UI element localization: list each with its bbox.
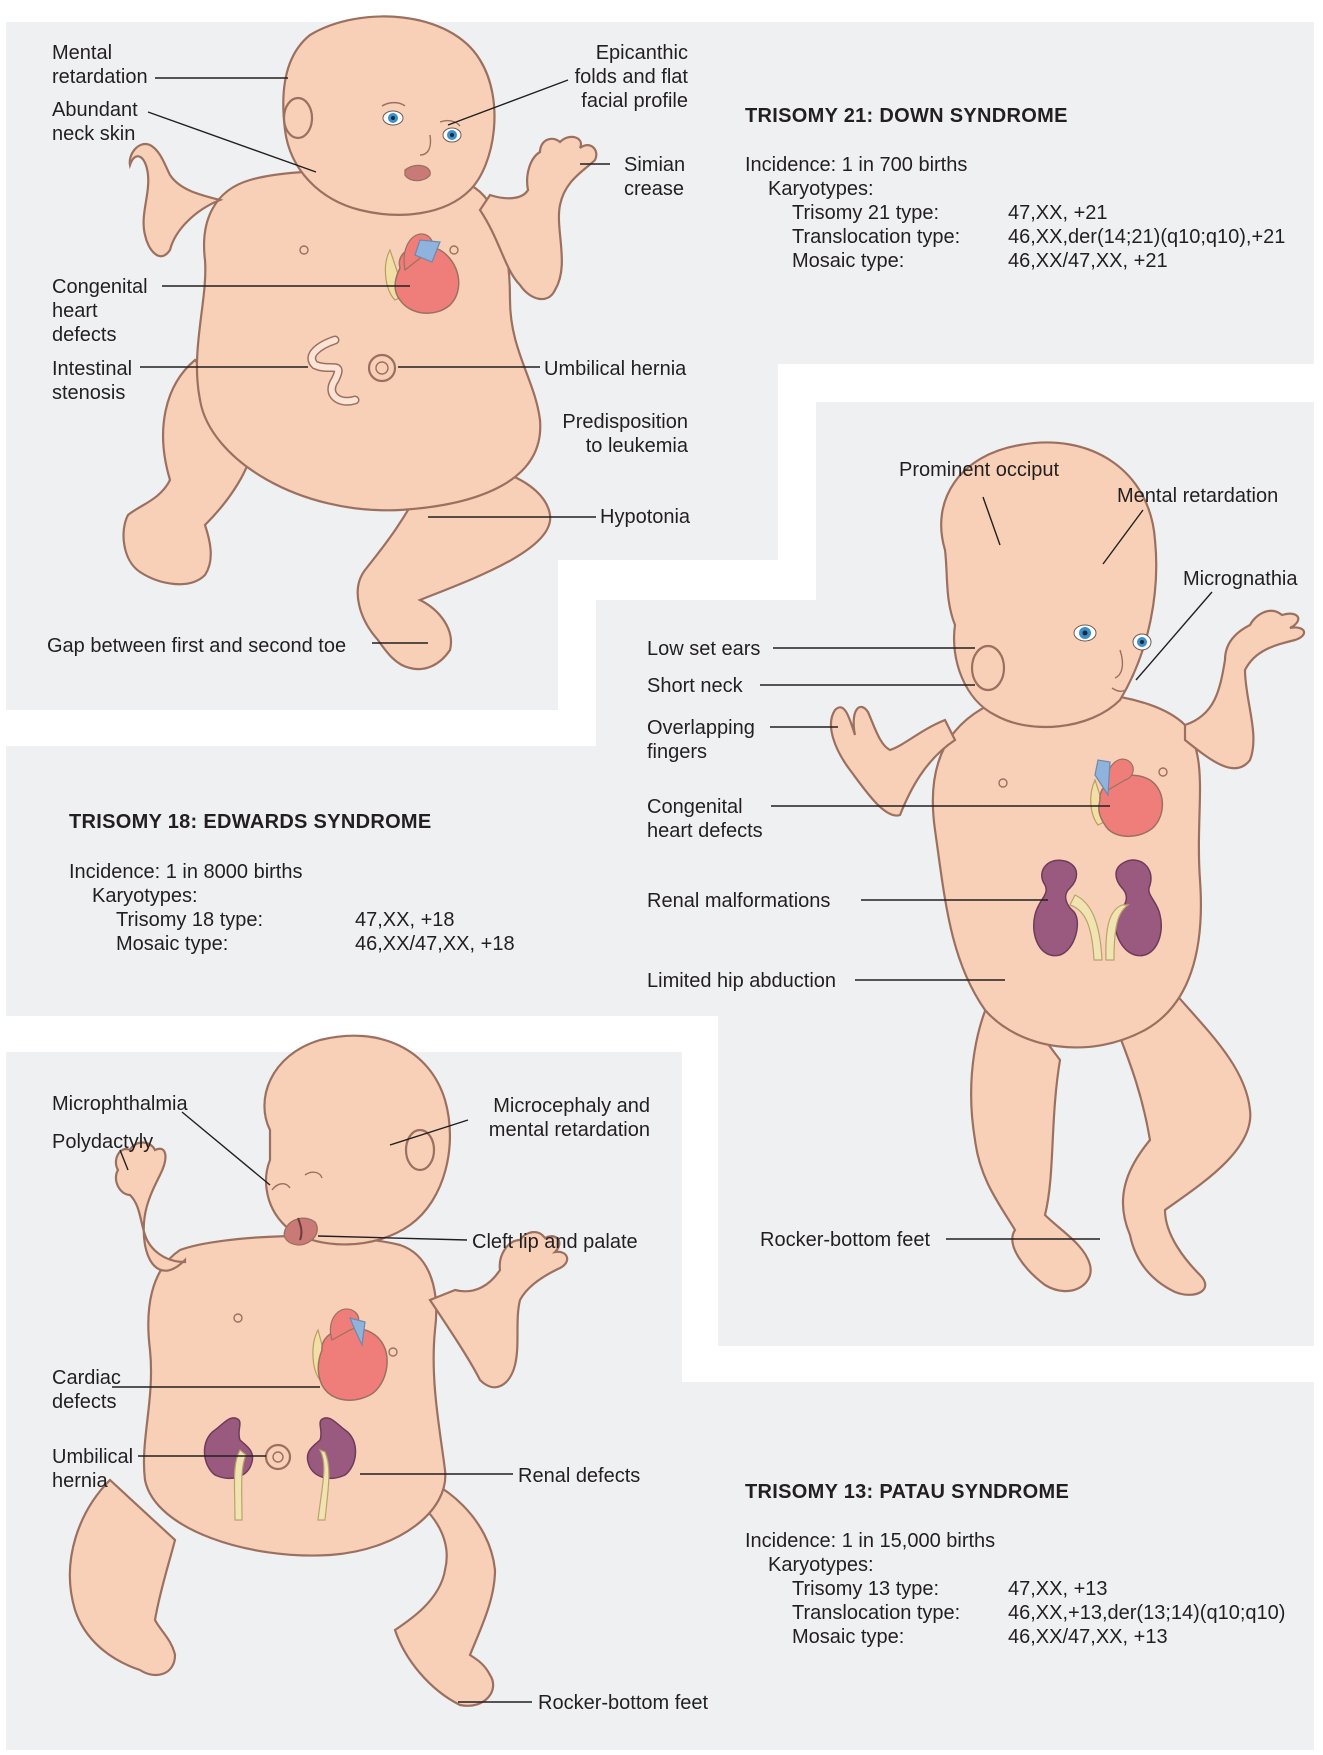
label-patau-feet: Rocker-bottom feet: [538, 1691, 708, 1715]
edwards-karyotype-type: Mosaic type:: [116, 932, 228, 956]
edwards-karyotype-value: 47,XX, +18: [355, 908, 455, 932]
label-edwards-mental-retardation: Mental retardation: [1117, 484, 1278, 508]
label-edwards-hip: Limited hip abduction: [647, 969, 836, 993]
edwards-karyotype-type: Trisomy 18 type:: [116, 908, 263, 932]
label-down-epicanthic: Epicanthic folds and flat facial profile: [540, 41, 688, 113]
edwards-incidence: Incidence: 1 in 8000 births: [69, 860, 303, 884]
label-edwards-feet: Rocker-bottom feet: [760, 1228, 930, 1252]
label-down-umbilical-hernia: Umbilical hernia: [544, 357, 686, 381]
label-down-leukemia: Predisposition to leukemia: [540, 410, 688, 458]
label-down-hypotonia: Hypotonia: [600, 505, 690, 529]
label-patau-polydactyly: Polydactyly: [52, 1130, 153, 1154]
label-down-heart: Congenital heart defects: [52, 275, 148, 347]
down-karyotype-type: Translocation type:: [792, 225, 960, 249]
patau-karyotype-type: Mosaic type:: [792, 1625, 904, 1649]
label-down-gap-toe: Gap between first and second toe: [47, 634, 346, 658]
label-edwards-short-neck: Short neck: [647, 674, 743, 698]
down-karyotype-value: 46,XX/47,XX, +21: [1008, 249, 1168, 273]
label-patau-cardiac: Cardiac defects: [52, 1366, 121, 1414]
label-down-neck-skin: Abundant neck skin: [52, 98, 138, 146]
label-patau-microphthalmia: Microphthalmia: [52, 1092, 188, 1116]
edwards-karyotypes-label: Karyotypes:: [92, 884, 198, 908]
label-edwards-heart: Congenital heart defects: [647, 795, 763, 843]
label-down-intestinal: Intestinal stenosis: [52, 357, 132, 405]
label-patau-umbilical: Umbilical hernia: [52, 1445, 133, 1493]
down-incidence: Incidence: 1 in 700 births: [745, 153, 967, 177]
patau-karyotype-value: 46,XX/47,XX, +13: [1008, 1625, 1168, 1649]
title-patau-syndrome: TRISOMY 13: PATAU SYNDROME: [745, 1481, 1069, 1504]
label-patau-microcephaly: Microcephaly and mental retardation: [445, 1094, 650, 1142]
label-edwards-micrognathia: Micrognathia: [1183, 567, 1298, 591]
patau-karyotype-type: Translocation type:: [792, 1601, 960, 1625]
title-edwards-syndrome: TRISOMY 18: EDWARDS SYNDROME: [69, 811, 432, 834]
patau-karyotype-value: 46,XX,+13,der(13;14)(q10;q10): [1008, 1601, 1285, 1625]
title-down-syndrome: TRISOMY 21: DOWN SYNDROME: [745, 105, 1068, 128]
patau-karyotype-value: 47,XX, +13: [1008, 1577, 1108, 1601]
patau-incidence: Incidence: 1 in 15,000 births: [745, 1529, 995, 1553]
label-edwards-occiput: Prominent occiput: [899, 458, 1059, 482]
down-karyotypes-label: Karyotypes:: [768, 177, 874, 201]
label-patau-cleft: Cleft lip and palate: [472, 1230, 638, 1254]
down-karyotype-type: Mosaic type:: [792, 249, 904, 273]
label-edwards-overlapping-fingers: Overlapping fingers: [647, 716, 755, 764]
down-karyotype-value: 46,XX,der(14;21)(q10;q10),+21: [1008, 225, 1285, 249]
down-karyotype-type: Trisomy 21 type:: [792, 201, 939, 225]
patau-karyotypes-label: Karyotypes:: [768, 1553, 874, 1577]
patau-karyotype-type: Trisomy 13 type:: [792, 1577, 939, 1601]
label-down-mental-retardation: Mental retardation: [52, 41, 148, 89]
down-baby: [124, 16, 597, 669]
label-down-simian-crease: Simian crease: [624, 153, 685, 201]
label-edwards-renal: Renal malformations: [647, 889, 830, 913]
edwards-karyotype-value: 46,XX/47,XX, +18: [355, 932, 515, 956]
label-patau-renal: Renal defects: [518, 1464, 640, 1488]
down-karyotype-value: 47,XX, +21: [1008, 201, 1108, 225]
label-edwards-low-ears: Low set ears: [647, 637, 760, 661]
